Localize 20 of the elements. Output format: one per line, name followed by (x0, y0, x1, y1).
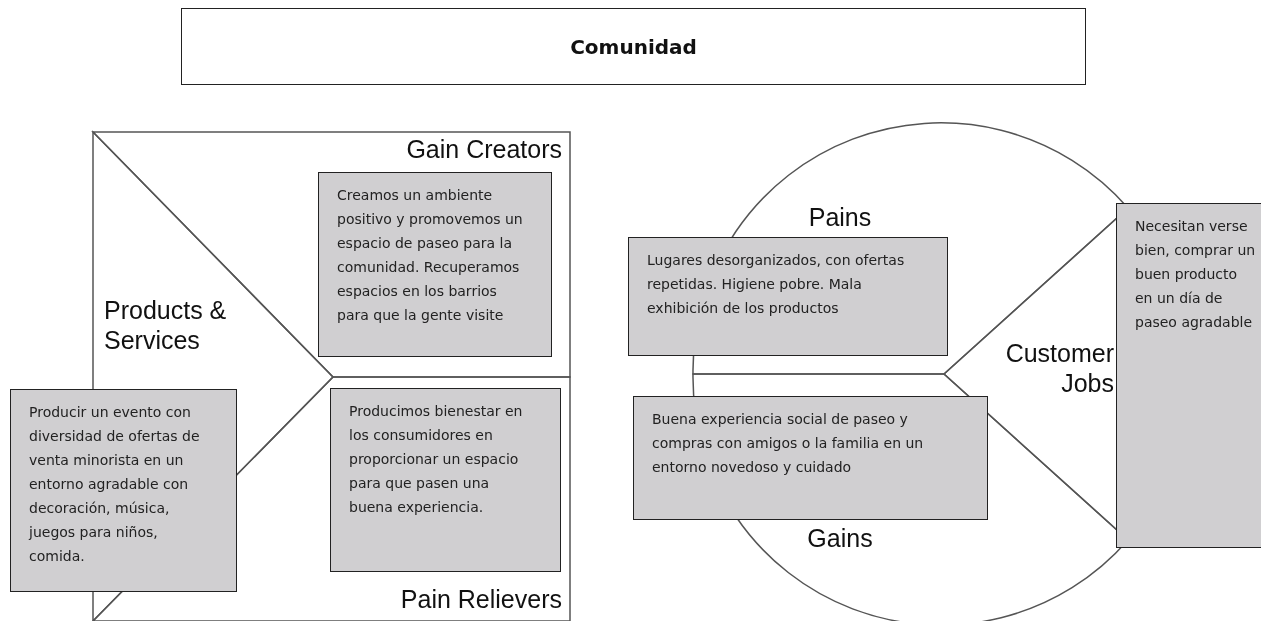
section-heading: Pains (807, 202, 873, 232)
note-card (330, 388, 561, 572)
note-card (318, 172, 552, 357)
section-heading: Pain Relievers (399, 584, 562, 614)
canvas-section (93, 132, 570, 377)
section-heading: Products & Services (104, 295, 228, 355)
note-card (1116, 203, 1261, 548)
note-text: Producimos bienestar en los consumidores en proporcionar un espacio para que pasen una buena experiencia. (349, 402, 524, 517)
note-card (628, 237, 948, 356)
note-text: Lugares desorganizados, con ofertas repetidas. Higiene pobre. Mala exhibición de los productos (647, 251, 906, 318)
note-text: Necesitan verse bien, comprar un buen producto en un día de paseo agradable (1135, 217, 1257, 332)
section-heading: Gain Creators (405, 134, 562, 164)
note-text: Buena experiencia social de paseo y compras con amigos o la familia en un entorno novedoso y cuidado (652, 410, 925, 477)
section-heading: Gains (790, 523, 890, 553)
note-card (10, 389, 237, 592)
title-box: Comunidad (181, 8, 1086, 85)
section-heading: Customer Jobs (990, 338, 1114, 398)
note-text: Producir un evento con diversidad de ofertas de venta minorista en un entorno agradable con decoración, música, juegos para niños, comida. (29, 403, 201, 566)
note-text: Creamos un ambiente positivo y promovemos un espacio de paseo para la comunidad. Recuperamos espacios en los barrios para que la gente visite (337, 186, 524, 325)
note-card (633, 396, 988, 520)
